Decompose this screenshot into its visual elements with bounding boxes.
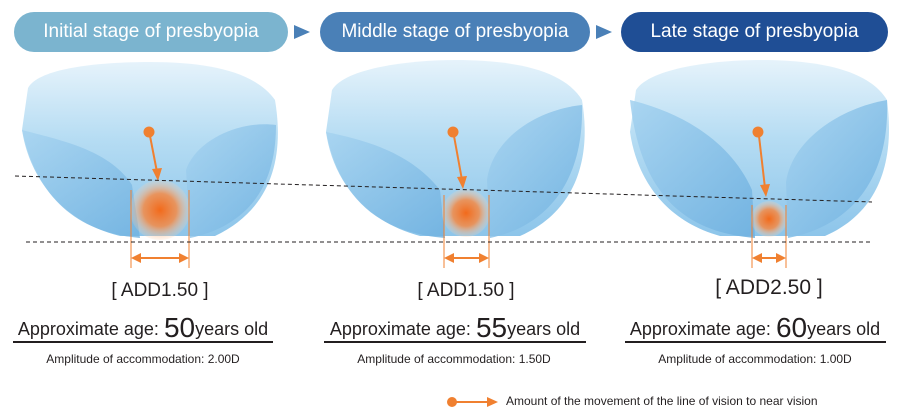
age-underline — [625, 341, 886, 343]
add-label-middle: [ ADD1.50 ] — [417, 280, 515, 301]
arrow-right-icon — [294, 25, 310, 39]
amplitude-initial: Amplitude of accommodation: 2.00D — [46, 352, 240, 366]
stage-pill-initial: Initial stage of presbyopia — [14, 12, 288, 52]
add-label-late: [ ADD2.50 ] — [715, 276, 823, 299]
age-line-late: Approximate age: 60years old — [629, 312, 881, 343]
add-label-initial: [ ADD1.50 ] — [111, 280, 209, 301]
near-vision-zone — [442, 189, 490, 237]
stage-pill-late: Late stage of presbyopia — [621, 12, 888, 52]
amplitude-late: Amplitude of accommodation: 1.00D — [658, 352, 852, 366]
stage-pill-middle: Middle stage of presbyopia — [320, 12, 590, 52]
lens-middle — [326, 60, 585, 268]
age-underline — [324, 341, 586, 343]
age-line-initial: Approximate age: 50years old — [17, 312, 269, 343]
age-line-middle: Approximate age: 55years old — [329, 312, 581, 343]
amplitude-middle: Amplitude of accommodation: 1.50D — [357, 352, 551, 366]
legend-text: Amount of the movement of the line of vi… — [506, 394, 818, 408]
near-vision-zone — [751, 201, 787, 237]
age-underline — [13, 341, 273, 343]
orange-dot-arrow-icon — [447, 397, 498, 407]
arrow-right-icon — [596, 25, 612, 39]
distance-reference-line — [14, 175, 873, 203]
lens-initial — [22, 62, 278, 268]
near-vision-zone — [130, 180, 190, 240]
lens-late — [630, 60, 890, 268]
